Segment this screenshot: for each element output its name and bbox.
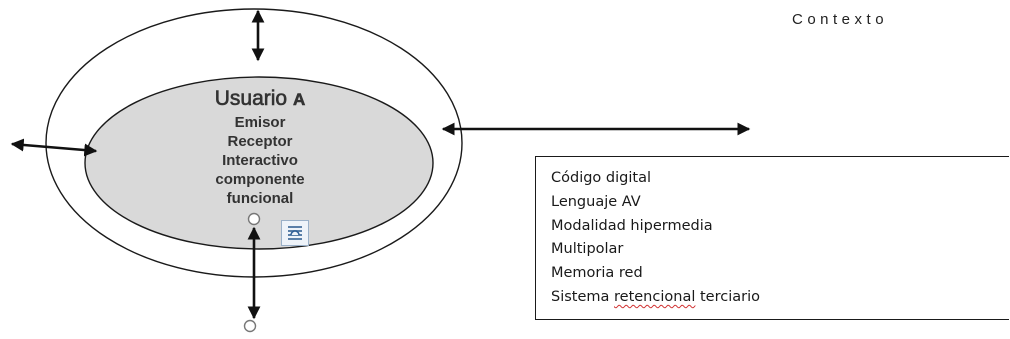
info-line-sistema-retencional: Sistema retencional terciario — [551, 286, 1009, 310]
left-arrow — [10, 138, 98, 157]
layout-options-icon[interactable] — [281, 220, 309, 246]
selection-handle-top[interactable] — [247, 212, 261, 226]
spellcheck-flagged-word: retencional — [614, 288, 696, 305]
user-role-componente: componente — [215, 171, 305, 188]
user-role-funcional: funcional — [226, 190, 294, 207]
user-node-text: Usuario A Emisor Receptor Interactivo co… — [160, 86, 360, 208]
info-line-memoria-red: Memoria red — [551, 265, 643, 282]
user-title-letter: A — [292, 90, 306, 110]
user-title: Usuario A — [160, 86, 360, 113]
user-role-receptor: Receptor — [227, 133, 293, 150]
user-role-interactivo: Interactivo — [222, 152, 298, 169]
info-line-sistema-prefix: Sistema — [551, 288, 615, 305]
info-line-sistema-suffix: terciario — [695, 288, 760, 305]
user-title-word: Usuario — [214, 87, 288, 111]
info-line-multipolar: Multipolar — [551, 241, 624, 258]
info-line-lenguaje-av: Lenguaje AV — [551, 193, 641, 210]
context-label: Contexto — [792, 11, 889, 28]
info-box: Código digital Lenguaje AV Modalidad hip… — [535, 156, 1009, 320]
info-line-codigo-digital: Código digital — [551, 170, 651, 186]
selection-handle-bottom[interactable] — [243, 319, 257, 333]
layout-options-icon-graphic — [288, 226, 302, 240]
user-role-emisor: Emisor — [234, 114, 286, 131]
info-line-modalidad-hipermedia: Modalidad hipermedia — [551, 217, 713, 234]
